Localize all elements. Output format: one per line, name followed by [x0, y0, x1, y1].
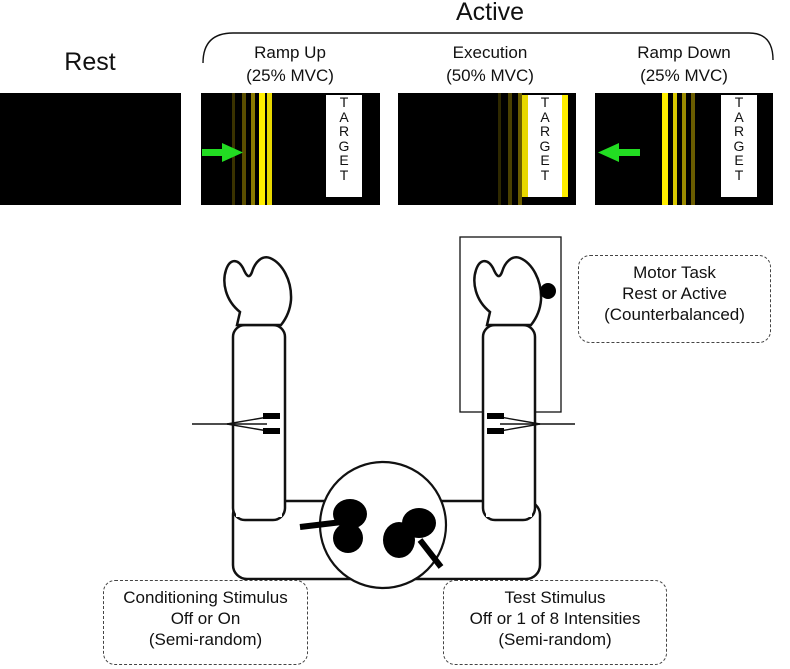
phase-ramp-down-name: Ramp Down	[637, 43, 731, 62]
active-bracket	[202, 32, 774, 64]
motor-task-box: Motor Task Rest or Active (Counterbalanc…	[578, 255, 771, 343]
rest-label: Rest	[64, 48, 116, 76]
phase-ramp-down-mvc: (25% MVC)	[640, 66, 728, 85]
right-coil	[417, 538, 444, 569]
left-arm	[231, 323, 287, 522]
active-label: Active	[455, 0, 525, 26]
rest-screen	[0, 93, 181, 205]
right-hand	[473, 256, 543, 327]
conditioning-stimulus-box: Conditioning Stimulus Off or On (Semi-ra…	[103, 580, 308, 665]
left-hand	[223, 256, 293, 327]
test-stimulus-box: Test Stimulus Off or 1 of 8 Intensities …	[443, 580, 667, 665]
left-arrow-icon	[598, 143, 640, 162]
emg-electrode	[540, 283, 556, 299]
phase-ramp-up-name: Ramp Up	[254, 43, 326, 62]
right-hemisphere	[383, 508, 436, 558]
right-arrow-icon	[202, 143, 243, 162]
phase-ramp-up-mvc: (25% MVC)	[246, 66, 334, 85]
phase-execution-mvc: (50% MVC)	[446, 66, 534, 85]
left-coil	[299, 519, 343, 530]
phase-execution-name: Execution	[452, 43, 528, 62]
right-arm	[481, 323, 537, 522]
